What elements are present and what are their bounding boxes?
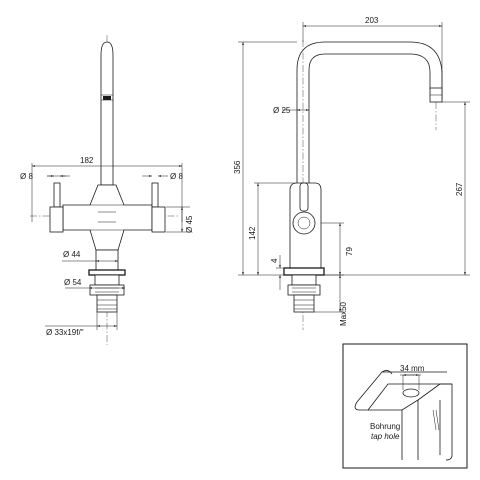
dim-dia-25: Ø 25 <box>273 106 291 115</box>
dim-203: 203 <box>365 16 379 25</box>
tap-hole <box>402 388 420 398</box>
dim-dia-44: Ø 44 <box>63 250 81 259</box>
dim-267: 267 <box>455 182 464 196</box>
dim-142: 142 <box>248 226 257 240</box>
dim-dia-8-right: Ø 8 <box>170 172 183 181</box>
dim-max-50: Max50 <box>339 301 348 326</box>
dim-4: 4 <box>270 258 279 263</box>
inset-frame <box>342 343 468 469</box>
dim-thread: Ø 33x19f/" <box>46 328 84 337</box>
dim-dia-54: Ø 54 <box>64 278 82 287</box>
tap-hole-inset: 34 mm Bohrung tap hole <box>342 343 468 469</box>
right-handle <box>151 182 159 208</box>
front-view: 182 Ø 8 Ø 8 Ø 45 Ø 44 Ø 54 Ø 33x19f/" <box>20 35 194 345</box>
threaded-shank <box>96 294 118 313</box>
dim-dia-8-left: Ø 8 <box>20 172 33 181</box>
side-view: 203 Ø 25 356 142 4 79 267 Max50 <box>233 16 470 330</box>
dim-34mm: 34 mm <box>400 364 425 373</box>
tap-hole-label-en: tap hole <box>371 432 400 441</box>
side-lever <box>299 182 309 212</box>
side-spout <box>296 41 443 185</box>
front-spout <box>100 41 114 186</box>
front-body <box>62 184 153 251</box>
dim-dia-45: Ø 45 <box>185 215 194 233</box>
dim-356: 356 <box>233 160 242 174</box>
front-base-flange <box>88 269 126 276</box>
dim-79: 79 <box>345 247 354 256</box>
mounting-nut <box>89 284 125 296</box>
dim-182: 182 <box>80 156 94 165</box>
tap-hole-label-de: Bohrung <box>370 422 400 431</box>
left-handle <box>53 182 61 208</box>
